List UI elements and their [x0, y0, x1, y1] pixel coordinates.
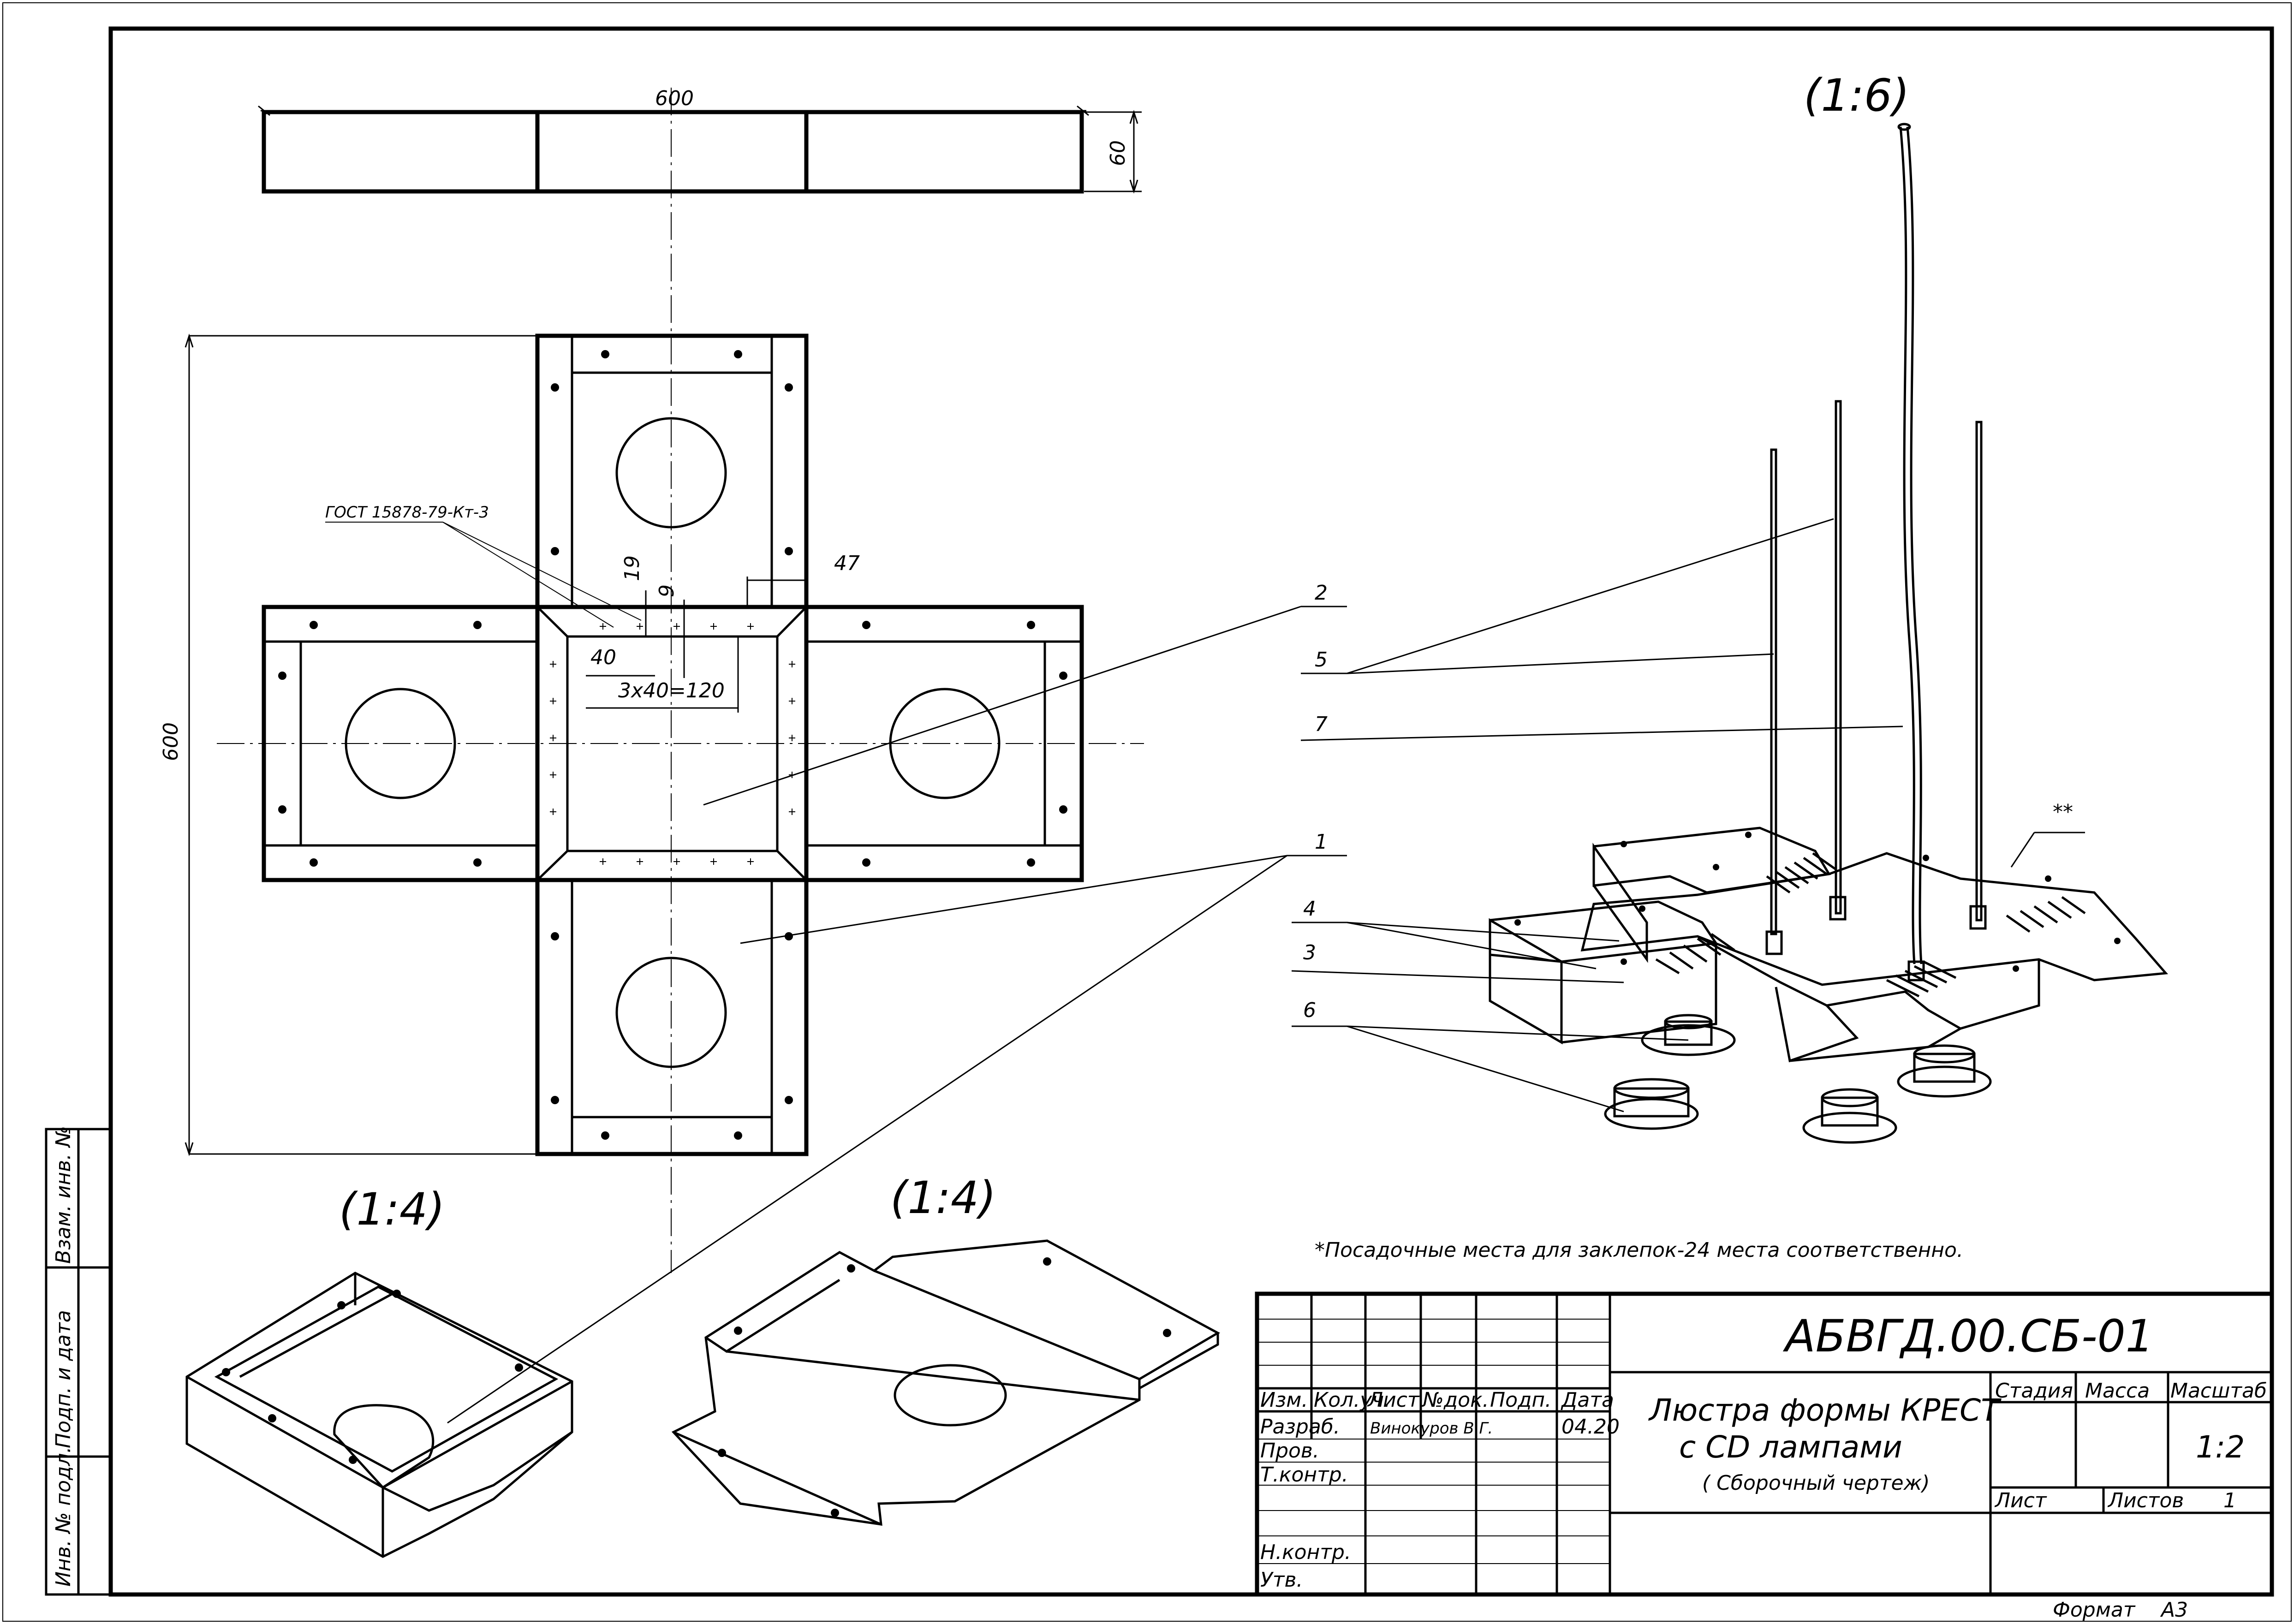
- format-value: А3: [2160, 1598, 2188, 1622]
- dim-9: 9: [655, 584, 679, 597]
- iso-detail-left: (1:4): [185, 1184, 573, 1558]
- plan-callouts: 2 1: [447, 581, 1347, 1424]
- inner-drawing-frame: [108, 26, 2274, 1597]
- col-ndok: №док.: [1421, 1388, 1489, 1412]
- product-name-line3: ( Сборочный чертеж): [1702, 1471, 1930, 1495]
- cross-base: [1489, 827, 2169, 1063]
- dim-60: 60: [1106, 140, 1130, 166]
- callout-5: 5: [1315, 648, 1328, 672]
- dim-3x40: 3x40=120: [618, 679, 725, 702]
- row-prov: Пров.: [1260, 1439, 1319, 1463]
- col-izm: Изм.: [1260, 1388, 1308, 1412]
- dim-40: 40: [590, 646, 616, 669]
- row-razrab: Разраб.: [1260, 1415, 1340, 1439]
- lamp-opening-bottom: [615, 957, 727, 1068]
- lamp-opening-top: [615, 417, 727, 529]
- isometric-assembly: (1:6) 5 7 4 3 6 **: [1291, 70, 2169, 1144]
- dim-19: 19: [620, 555, 644, 581]
- lamp-rods: [1765, 123, 1987, 982]
- slots: [1655, 852, 2086, 998]
- scale-middle: (1:4): [890, 1172, 996, 1224]
- stadiya-label: Стадия: [1995, 1379, 2073, 1403]
- stamp-inv-podl: Инв. № подл.: [52, 1446, 75, 1587]
- rivet-marks: [550, 623, 795, 865]
- callout-2: 2: [1315, 581, 1328, 605]
- callout-4: 4: [1303, 897, 1316, 921]
- callout-1: 1: [1315, 830, 1328, 854]
- callout-6: 6: [1303, 999, 1316, 1022]
- row-utv: Утв.: [1260, 1568, 1303, 1592]
- row-nkontr: Н.контр.: [1260, 1541, 1351, 1564]
- listov-label: Листов: [2107, 1489, 2184, 1512]
- title-block: АБВГД.00.СБ-01 Люстра формы КРЕСТ с CD л…: [1255, 1291, 2274, 1597]
- side-stamp-column: Взам. инв. № Подп. и дата Инв. № подл.: [45, 1126, 112, 1596]
- rivet-gost-note: ГОСТ 15878-79-Кт-3: [325, 503, 489, 522]
- plan-view: 600 19 9 47 40 3x40=120 ГОСТ 15878-79-Кт…: [159, 333, 1084, 1156]
- callout-7: 7: [1315, 713, 1328, 736]
- iso-detail-middle: (1:4): [671, 1172, 1221, 1526]
- product-name-line2: с CD лампами: [1679, 1429, 1902, 1465]
- designation: АБВГД.00.СБ-01: [1782, 1310, 2154, 1362]
- rivet-holes: [278, 350, 1067, 1140]
- cross-outline: [262, 333, 1084, 1156]
- razrab-name: Винокуров В.Г.: [1370, 1419, 1493, 1438]
- col-podp: Подп.: [1490, 1388, 1551, 1412]
- masshtab-label: Масштаб: [2170, 1379, 2267, 1403]
- product-name-line1: Люстра формы КРЕСТ: [1648, 1392, 2002, 1428]
- scale-main: (1:6): [1804, 70, 1909, 121]
- dim-600-left: 600: [159, 722, 183, 761]
- format-label: Формат: [2053, 1598, 2136, 1622]
- dim-47: 47: [834, 552, 860, 575]
- listov-value: 1: [2223, 1489, 2236, 1512]
- scale-value: 1:2: [2196, 1429, 2245, 1465]
- col-list: Лист: [1367, 1388, 1420, 1412]
- footnote: *Посадочные места для заклепок-24 места …: [1315, 1238, 1963, 1262]
- lamp-opening-left: [345, 688, 456, 799]
- stamp-podp-data: Подп. и дата: [52, 1310, 75, 1448]
- massa-label: Масса: [2085, 1379, 2150, 1403]
- row-tkontr: Т.контр.: [1260, 1463, 1348, 1487]
- front-view: 600 60: [258, 87, 1142, 194]
- scale-left: (1:4): [339, 1184, 445, 1235]
- dim-600-top: 600: [655, 87, 694, 110]
- callout-star: **: [2053, 800, 2073, 824]
- list-label: Лист: [1994, 1489, 2047, 1512]
- callout-3: 3: [1303, 941, 1316, 964]
- cd-lamps: [1604, 1014, 1992, 1144]
- col-data: Дата: [1561, 1388, 1614, 1412]
- razrab-date: 04.20: [1561, 1415, 1620, 1439]
- col-koluch: Кол.уч.: [1314, 1388, 1390, 1412]
- stamp-vzam-inv: Взам. инв. №: [52, 1126, 75, 1264]
